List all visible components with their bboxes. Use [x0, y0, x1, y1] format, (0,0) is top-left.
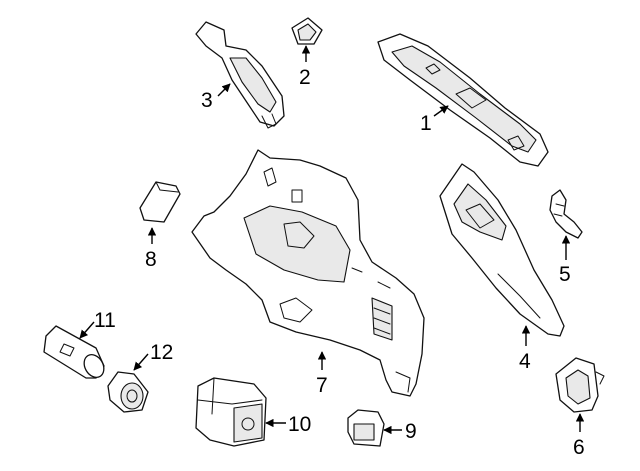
- callout-5: 5: [559, 263, 571, 286]
- leader-lines: [79, 45, 585, 435]
- part-12-socket: [107, 371, 149, 413]
- leader-12: [133, 353, 149, 371]
- callout-2: 2: [299, 66, 311, 89]
- leader-11: [79, 321, 95, 339]
- callout-8: 8: [145, 248, 157, 271]
- callout-12: 12: [150, 341, 173, 364]
- part-1-upper-trim: [377, 33, 549, 167]
- callout-3: 3: [201, 89, 213, 112]
- part-11-socket: [43, 325, 105, 379]
- part-9-cap: [347, 409, 385, 447]
- leader-3: [217, 83, 231, 97]
- callout-11: 11: [94, 309, 116, 332]
- callout-9: 9: [405, 420, 417, 443]
- part-2-clip: [291, 17, 323, 45]
- callout-10: 10: [288, 413, 311, 436]
- part-3-bracket-trim: [195, 21, 285, 129]
- part-7-quarter-panel: [191, 149, 425, 397]
- part-10-socket: [195, 377, 267, 447]
- callout-6: 6: [573, 436, 585, 459]
- part-5-bracket: [549, 189, 583, 239]
- part-8-block: [139, 181, 181, 223]
- part-6-vent: [555, 357, 605, 413]
- part-4-pillar-trim: [439, 163, 565, 337]
- leader-1: [433, 105, 449, 117]
- callout-4: 4: [519, 350, 531, 373]
- callout-labels: 1 2 3 4 5 6 7 8 9 10 11 12: [94, 66, 585, 459]
- callout-7: 7: [316, 374, 328, 397]
- callout-1: 1: [420, 112, 432, 135]
